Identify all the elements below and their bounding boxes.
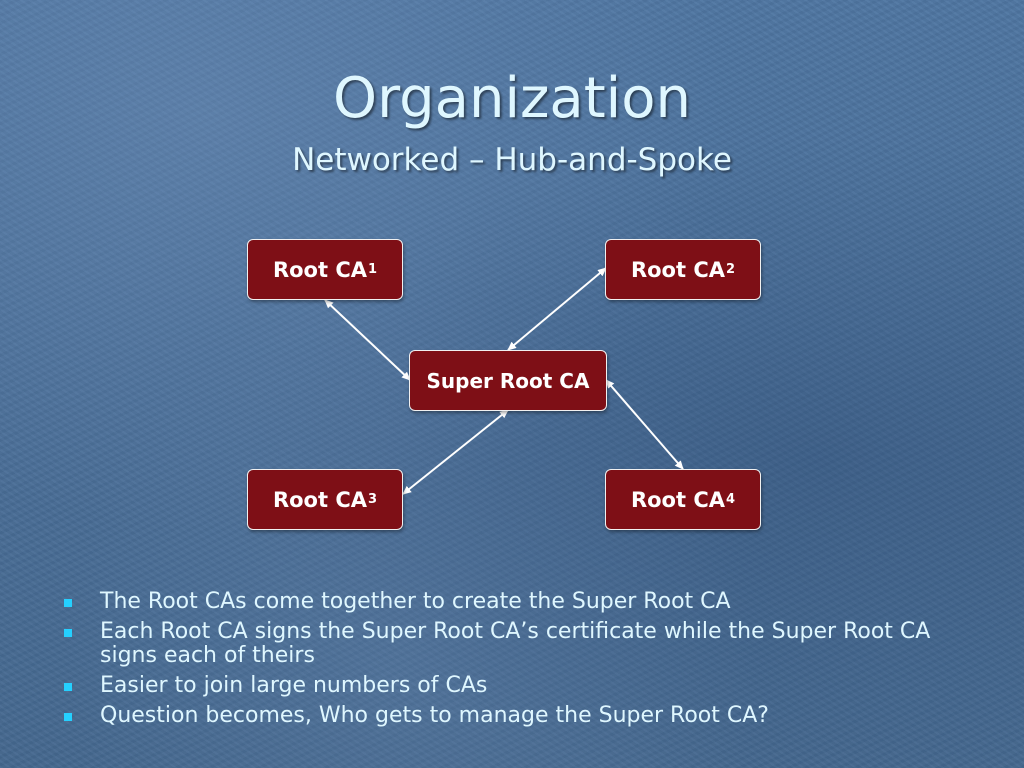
bullet-list: The Root CAs come together to create the… [60, 590, 980, 734]
bullet-text: Each Root CA signs the Super Root CA’s c… [100, 619, 931, 668]
node-root-ca-1-label: Root CA [272, 257, 367, 282]
square-bullet-icon [64, 629, 72, 637]
square-bullet-icon [64, 683, 72, 691]
edge-root1-super [324, 299, 411, 381]
node-super-root-ca-label: Super Root CA [426, 368, 590, 393]
bullet-item: The Root CAs come together to create the… [60, 590, 980, 614]
edge-root4-super [605, 379, 684, 470]
bullet-text: Question becomes, Who gets to manage the… [100, 703, 769, 728]
node-root-ca-1-subscript: 1 [368, 262, 378, 277]
edge-root3-super [402, 409, 509, 495]
edge-root2-super [507, 267, 607, 351]
slide-title: Organization [332, 66, 691, 131]
bullet-text: Easier to join large numbers of CAs [100, 673, 488, 698]
node-root-ca-3-subscript: 3 [368, 492, 378, 507]
node-root-ca-4-subscript: 4 [726, 492, 736, 507]
node-root-ca-4-label: Root CA [630, 487, 725, 512]
bullet-item: Question becomes, Who gets to manage the… [60, 704, 980, 728]
slide-subtitle: Networked – Hub-and-Spoke [292, 142, 732, 178]
node-super-root-ca: Super Root CA [409, 350, 607, 411]
node-root-ca-3-label: Root CA [272, 487, 367, 512]
bullet-item: Easier to join large numbers of CAs [60, 674, 980, 698]
square-bullet-icon [64, 599, 72, 607]
node-root-ca-2-subscript: 2 [726, 262, 736, 277]
bullet-text: The Root CAs come together to create the… [100, 589, 731, 614]
node-root-ca-2-label: Root CA [630, 257, 725, 282]
bullet-item: Each Root CA signs the Super Root CA’s c… [60, 620, 980, 668]
square-bullet-icon [64, 713, 72, 721]
